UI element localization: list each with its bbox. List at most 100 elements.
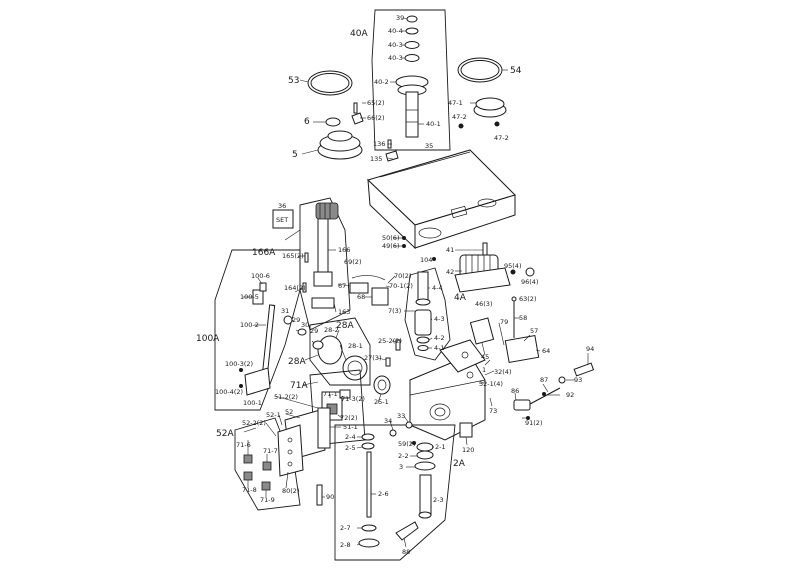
label-6: 6 [304, 117, 310, 127]
part-27-3 [385, 357, 391, 367]
part-28-2 [317, 335, 343, 365]
belt-cover-35 [367, 149, 516, 250]
label-40-3a: 40-3 [388, 41, 403, 49]
part-164-2 [302, 282, 307, 293]
part-66-2 [351, 112, 364, 125]
label-165-2: 165(2) [282, 252, 304, 260]
label-63-2: 63(2) [519, 295, 536, 303]
label-100-1: 100-1 [243, 399, 262, 407]
part-34 [389, 429, 397, 437]
label-52A: 52A [216, 429, 234, 439]
label-40-4: 40-4 [388, 27, 403, 35]
label-164-2: 164(2) [284, 284, 306, 292]
motor-shaft-41 [482, 242, 488, 256]
motor-42 [454, 242, 511, 293]
part-166 [317, 211, 329, 273]
label-28A: 28A [288, 357, 306, 367]
label-2-3: 2-3 [433, 496, 444, 504]
label-54: 54 [510, 66, 522, 76]
part-71-7 [262, 461, 272, 471]
group-52A [234, 407, 331, 511]
part-88 [395, 521, 419, 541]
part-4-4 [417, 271, 429, 303]
label-2A: 2A [453, 459, 466, 469]
label-45: 45 [481, 353, 489, 361]
part-2-5 [361, 442, 375, 450]
head-casting-1 [409, 339, 486, 441]
part-71-9 [261, 481, 271, 491]
label-2-4: 2-4 [345, 433, 356, 441]
label-25-1: 25-1 [374, 398, 389, 406]
part-2-1 [416, 442, 434, 452]
label-32-4: 32(4) [494, 368, 511, 376]
label-40A: 40A [350, 29, 368, 39]
label-40-1: 40-1 [426, 120, 441, 128]
belt-53-inner [310, 73, 350, 93]
part-40-1 [405, 91, 419, 138]
label-1: 1 [482, 366, 486, 374]
label-50-6: 50(6) [382, 234, 399, 242]
part-4-2 [416, 336, 430, 344]
label-4-3: 4-3 [434, 315, 445, 323]
label-7-3: 7(3) [388, 307, 401, 315]
label-5: 5 [292, 150, 298, 160]
part-2-3-tip [418, 511, 432, 519]
label-91-2: 91(2) [525, 419, 542, 427]
label-96-4: 96(4) [521, 278, 538, 286]
part-165-2 [304, 252, 309, 263]
part-2-3 [419, 474, 432, 516]
part-166-block [313, 271, 333, 287]
part-25-2-2 [395, 339, 401, 351]
label-57: 57 [530, 327, 538, 335]
part-2-2 [416, 450, 434, 460]
label-104: 104 [420, 256, 432, 264]
motor-flange [454, 267, 511, 293]
part-45 [469, 317, 495, 345]
label-71-7: 71-7 [263, 447, 278, 455]
part-4-3 [414, 309, 432, 336]
part-51-1 [317, 407, 331, 449]
part-71-8 [243, 471, 253, 481]
part-100-3-2 [239, 368, 243, 372]
part-163 [311, 297, 335, 309]
part-3 [414, 461, 436, 471]
part-40-3b [404, 54, 420, 62]
label-79: 79 [500, 318, 508, 326]
label-100-6: 100-6 [251, 272, 270, 280]
part-65-2 [353, 102, 358, 114]
label-53: 53 [288, 76, 299, 86]
boundary-28A [309, 317, 371, 386]
label-41: 41 [446, 246, 454, 254]
label-93: 93 [574, 376, 582, 384]
label-4-4: 4-4 [432, 284, 443, 292]
label-2-5: 2-5 [345, 444, 356, 452]
label-66-2: 66(2) [367, 114, 384, 122]
belt-54-inner [460, 60, 500, 80]
part-5-hub [327, 130, 353, 142]
label-31: 31 [281, 307, 289, 315]
label-100-2: 100-2 [240, 321, 259, 329]
part-90 [316, 484, 323, 506]
part-4-1 [417, 345, 429, 351]
label-3: 3 [399, 463, 403, 471]
part-71-3 [339, 389, 351, 399]
label-100-5: 100-5 [240, 293, 259, 301]
part-67 [349, 282, 369, 294]
label-95-4: 95(4) [504, 262, 521, 270]
part-52-1 [277, 424, 304, 477]
label-39: 39 [396, 14, 404, 22]
label-33: 33 [397, 412, 405, 420]
label-28-1: 28-1 [348, 342, 363, 350]
label-47-2a: 47-2 [452, 113, 467, 121]
label-30: 30 [301, 321, 309, 329]
part-30 [297, 328, 307, 336]
part-2-7 [361, 524, 377, 532]
placard-36 [272, 209, 294, 229]
label-71-8: 71-8 [242, 486, 257, 494]
label-90: 90 [326, 493, 334, 501]
label-100-4-2: 100-4(2) [215, 388, 243, 396]
label-71-1: 71-1 [323, 390, 338, 398]
label-87: 87 [540, 376, 548, 384]
